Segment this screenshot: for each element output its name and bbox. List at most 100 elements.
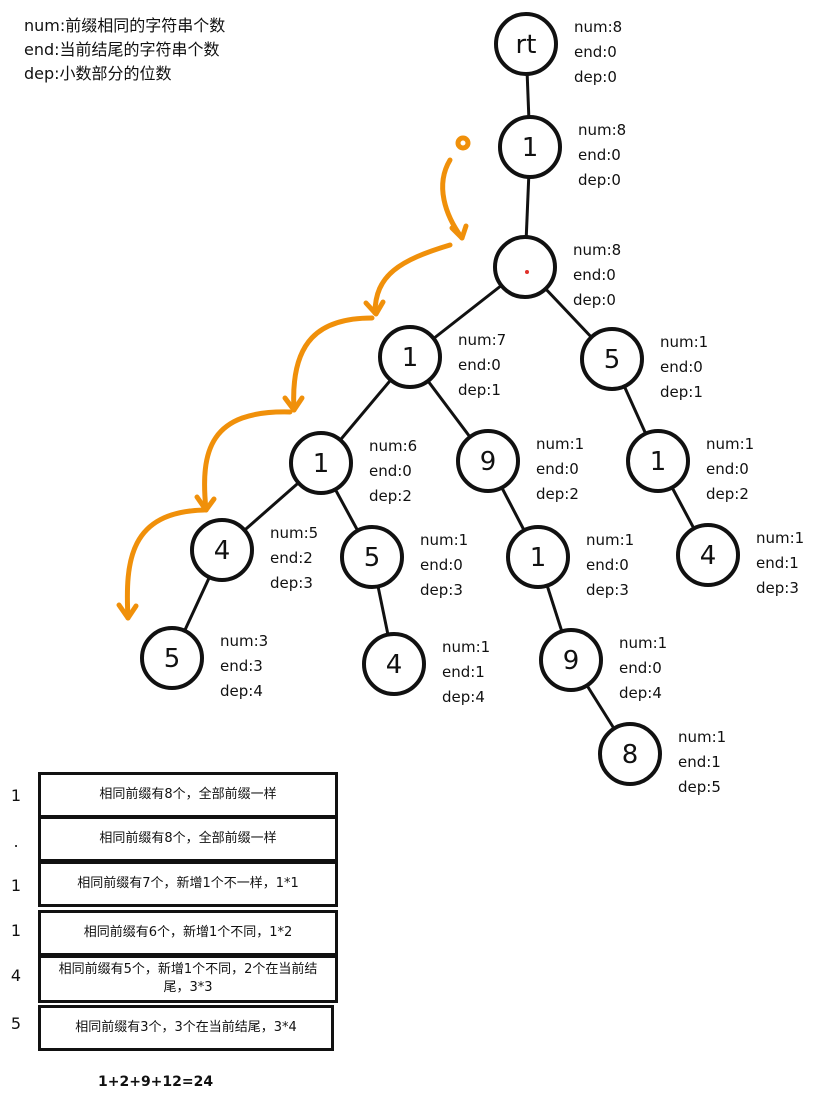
node-circle: [190, 518, 254, 582]
node-circle: [378, 325, 442, 389]
node-annotation: end:0: [573, 266, 616, 284]
node-annotation: dep:1: [458, 381, 501, 399]
node-circle: [598, 722, 662, 786]
node-annotation: num:6: [369, 437, 417, 455]
node-label: 1: [522, 133, 539, 163]
node-annotation: dep:5: [678, 778, 721, 796]
node-annotation: dep:4: [220, 682, 263, 700]
node-label: 1: [650, 447, 667, 477]
row-label: 1: [10, 876, 22, 895]
node-label: 1: [402, 343, 419, 373]
node-annotation: num:1: [442, 638, 490, 656]
tree-node: 1 num:7 end:0 dep:1: [378, 325, 506, 399]
node-annotation: num:1: [536, 435, 584, 453]
traversal-path: [116, 135, 471, 621]
node-circle: [494, 12, 558, 76]
node-annotation: dep:0: [574, 68, 617, 86]
node-circle: [289, 431, 353, 495]
node-annotation: num:1: [420, 531, 468, 549]
node-annotation: dep:3: [586, 581, 629, 599]
node-annotation: end:1: [442, 663, 485, 681]
legend-dep: dep:小数部分的位数: [24, 64, 172, 83]
node-label: 5: [164, 644, 181, 674]
node-annotation: num:8: [573, 241, 621, 259]
row-label: 5: [10, 1014, 22, 1033]
node-annotation: num:7: [458, 331, 506, 349]
node-circle: [140, 626, 204, 690]
node-annotation: num:1: [678, 728, 726, 746]
row-label: 4: [10, 966, 22, 985]
node-annotation: end:2: [270, 549, 313, 567]
path-arc: [202, 409, 293, 513]
row-box: 相同前缀有3个，3个在当前结尾，3*4: [38, 1005, 334, 1051]
node-annotation: num:1: [706, 435, 754, 453]
node-annotation: num:3: [220, 632, 268, 650]
row-box: 相同前缀有8个，全部前缀一样: [38, 772, 338, 818]
row-box: 相同前缀有7个，新增1个不一样，1*1: [38, 861, 338, 907]
node-annotation: num:8: [578, 121, 626, 139]
path-arrowhead: [363, 299, 386, 317]
path-arrowhead: [282, 395, 305, 413]
node-circle: [539, 628, 603, 692]
node-annotation: dep:0: [573, 291, 616, 309]
node-label: 5: [604, 345, 621, 375]
node-label: rt: [516, 30, 537, 60]
legend: num:前缀相同的字符串个数 end:当前结尾的字符串个数 dep:小数部分的位…: [24, 14, 225, 86]
node-annotation: num:1: [619, 634, 667, 652]
row-label: .: [13, 832, 19, 851]
node-label: 1: [530, 543, 547, 573]
node-annotation: end:3: [220, 657, 263, 675]
node-annotation: end:0: [706, 460, 749, 478]
node-annotation: end:0: [536, 460, 579, 478]
path-arrowhead: [116, 602, 139, 621]
node-circle: [493, 235, 557, 299]
node-annotation: num:1: [586, 531, 634, 549]
node-annotation: dep:4: [619, 684, 662, 702]
node-annotation: num:8: [574, 18, 622, 36]
node-annotation: dep:2: [536, 485, 579, 503]
node-label: 1: [313, 449, 330, 479]
node-circle: [362, 632, 426, 696]
path-arc: [372, 242, 453, 316]
tree-node: 9 num:1 end:0 dep:2: [456, 429, 584, 503]
node-annotation: end:1: [756, 554, 799, 572]
path-arc: [124, 507, 207, 621]
node-annotation: end:0: [586, 556, 629, 574]
node-circle: [340, 525, 404, 589]
node-annotation: end:0: [458, 356, 501, 374]
node-annotation: num:1: [660, 333, 708, 351]
node-circle: [456, 429, 520, 493]
row-box: 相同前缀有5个，新增1个不同，2个在当前结尾，3*3: [38, 955, 338, 1003]
dot-mark: [525, 270, 529, 274]
node-circle: [626, 429, 690, 493]
node-circle: [580, 327, 644, 391]
tree-node: 1 num:1 end:0 dep:3: [506, 525, 634, 599]
node-annotation: end:1: [678, 753, 721, 771]
node-annotation: dep:4: [442, 688, 485, 706]
node-annotation: end:0: [578, 146, 621, 164]
tree-node: 9 num:1 end:0 dep:4: [539, 628, 667, 702]
node-annotation: dep:2: [706, 485, 749, 503]
path-arrowhead: [449, 223, 469, 241]
node-annotation: end:0: [369, 462, 412, 480]
node-annotation: dep:1: [660, 383, 703, 401]
tree-nodes: rt num:8 end:0 dep:0 1 num:8 end:0 dep:0 num:8 en…: [140, 12, 804, 796]
node-annotation: dep:3: [420, 581, 463, 599]
node-annotation: end:0: [420, 556, 463, 574]
node-annotation: dep:2: [369, 487, 412, 505]
node-label: 9: [480, 447, 497, 477]
node-label: 9: [563, 646, 580, 676]
node-label: 4: [214, 536, 231, 566]
node-circle: [506, 525, 570, 589]
path-arc: [291, 315, 375, 413]
row-label: 1: [10, 921, 22, 940]
node-annotation: dep:3: [270, 574, 313, 592]
node-annotation: end:0: [619, 659, 662, 677]
